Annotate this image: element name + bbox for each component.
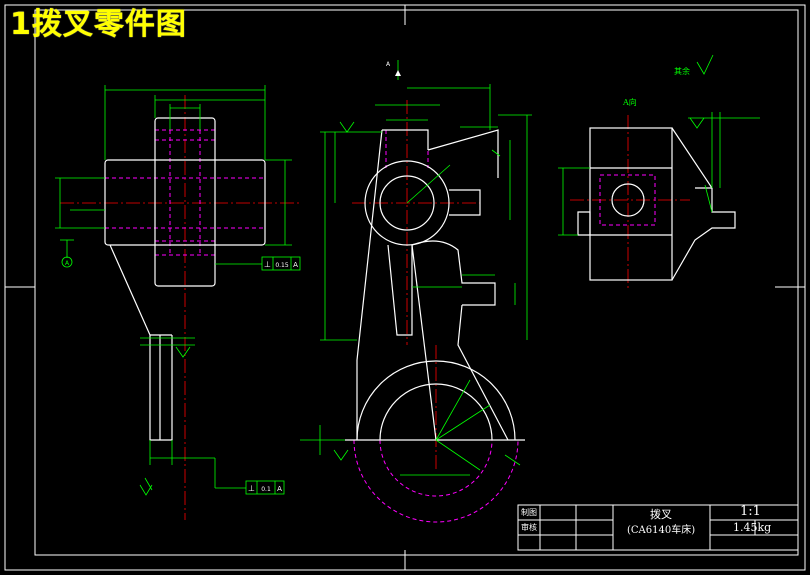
reviewed-by-label: 审核 bbox=[521, 523, 537, 532]
datum-symbol: A bbox=[61, 256, 73, 268]
part-mass: 1.45kg bbox=[733, 521, 772, 534]
svg-text:A: A bbox=[277, 485, 282, 493]
svg-text:0.1: 0.1 bbox=[261, 486, 271, 493]
svg-text:⊥: ⊥ bbox=[248, 484, 255, 493]
roughness-note: 其余 bbox=[674, 67, 690, 76]
left-view: ⊥ 0.15 A ⊥ 0.1 A A bbox=[55, 85, 301, 520]
middle-view: A bbox=[300, 60, 532, 523]
right-view bbox=[558, 54, 760, 290]
view-direction-label: A向 bbox=[623, 98, 637, 107]
part-name: 拨叉 bbox=[650, 508, 672, 521]
svg-text:0.15: 0.15 bbox=[275, 262, 289, 269]
svg-text:A: A bbox=[293, 261, 298, 269]
tolerance-frame-1: ⊥ 0.15 A bbox=[261, 256, 301, 271]
tolerance-frame-2: ⊥ 0.1 A bbox=[245, 480, 285, 495]
title-block bbox=[517, 504, 799, 551]
drawing-scale: 1:1 bbox=[740, 504, 761, 519]
machine-code: (CA6140车床) bbox=[627, 525, 696, 536]
page-title: 1拨叉零件图 bbox=[10, 7, 187, 42]
svg-text:⊥: ⊥ bbox=[264, 260, 271, 269]
drawn-by-label: 制图 bbox=[521, 508, 537, 517]
svg-text:A: A bbox=[386, 61, 391, 68]
sheet-frame bbox=[4, 4, 806, 571]
svg-text:A: A bbox=[65, 260, 70, 267]
